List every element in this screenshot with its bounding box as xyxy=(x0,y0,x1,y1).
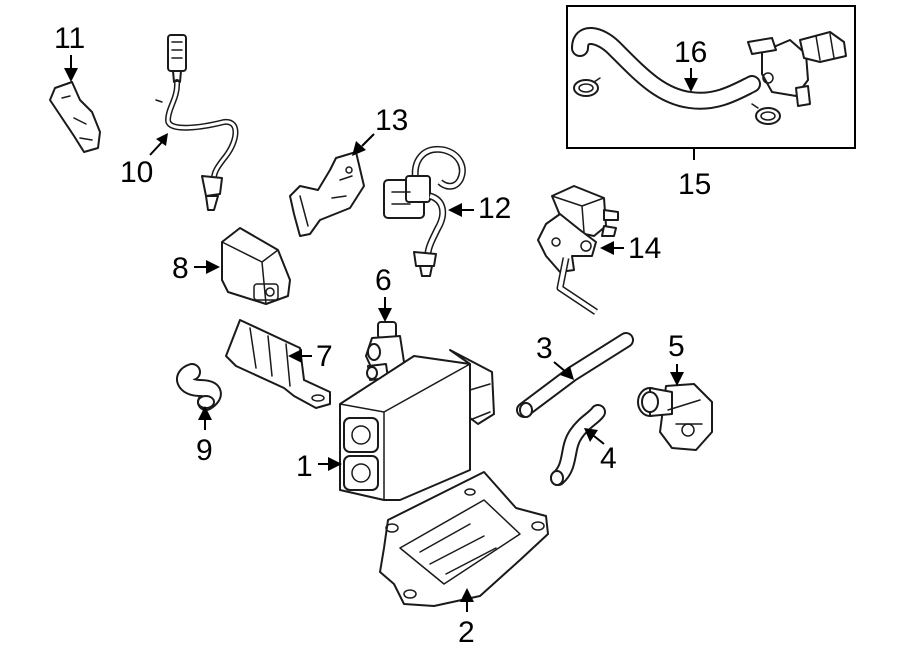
svg-text:15: 15 xyxy=(678,168,711,201)
callout-15: 15 xyxy=(678,148,711,201)
svg-text:5: 5 xyxy=(668,330,685,363)
callout-1: 1 xyxy=(296,450,342,483)
svg-text:12: 12 xyxy=(478,192,511,225)
part-5-valve xyxy=(637,383,713,451)
part-13-bracket xyxy=(289,151,365,237)
callout-9: 9 xyxy=(196,406,213,467)
callout-12: 12 xyxy=(448,192,511,225)
part-9-hose xyxy=(176,363,222,411)
svg-text:3: 3 xyxy=(536,332,553,365)
svg-text:1: 1 xyxy=(296,450,313,483)
svg-text:16: 16 xyxy=(674,36,707,69)
callout-7: 7 xyxy=(288,340,333,373)
callout-2: 2 xyxy=(458,588,475,649)
callout-5: 5 xyxy=(668,330,685,386)
svg-text:9: 9 xyxy=(196,434,213,467)
svg-text:13: 13 xyxy=(375,104,408,137)
part-2-tray xyxy=(379,471,549,607)
svg-text:4: 4 xyxy=(600,442,617,475)
clamp-right xyxy=(751,103,781,125)
callout-14: 14 xyxy=(600,232,661,265)
callout-11: 11 xyxy=(54,22,85,82)
part-11-bracket xyxy=(49,81,101,153)
callout-4: 4 xyxy=(584,428,617,475)
svg-text:10: 10 xyxy=(120,156,153,189)
part-7-bracket xyxy=(225,319,331,409)
inset-valve xyxy=(747,31,847,107)
callout-6: 6 xyxy=(375,264,392,322)
clamp-left xyxy=(573,77,601,97)
callout-13: 13 xyxy=(352,104,408,156)
callout-10: 10 xyxy=(120,133,168,189)
svg-text:14: 14 xyxy=(628,232,661,265)
svg-text:8: 8 xyxy=(172,252,189,285)
part-4-hose xyxy=(550,404,606,486)
svg-text:7: 7 xyxy=(316,340,333,373)
callout-16: 16 xyxy=(674,36,707,92)
part-12-sensor xyxy=(383,145,466,277)
svg-text:6: 6 xyxy=(375,264,392,297)
inset-15 xyxy=(566,5,856,149)
part-1-canister xyxy=(339,349,495,501)
callout-8: 8 xyxy=(172,252,220,285)
svg-text:2: 2 xyxy=(458,616,475,649)
part-14-solenoid xyxy=(537,185,619,315)
part-8-module xyxy=(221,227,291,305)
svg-text:11: 11 xyxy=(54,22,85,55)
part-10-sensor xyxy=(155,34,239,211)
callout-3: 3 xyxy=(536,332,574,380)
